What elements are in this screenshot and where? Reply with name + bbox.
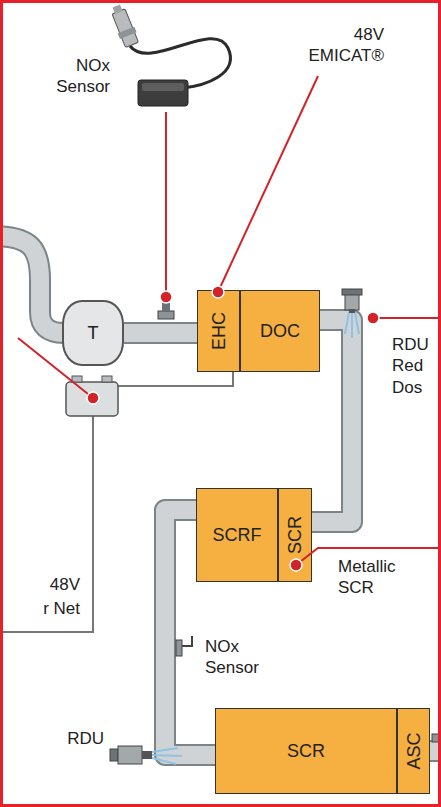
leader-line — [18, 338, 93, 398]
exhaust-pipe — [124, 333, 197, 334]
sensor-symbol — [432, 734, 439, 742]
leader-line — [373, 317, 441, 319]
callout-label: RDU — [67, 728, 104, 749]
leader-dot — [367, 312, 379, 324]
nox-sensor-illustration — [108, 3, 231, 106]
callout-label: NOx Sensor — [56, 55, 110, 98]
sensor-cable — [182, 636, 192, 646]
box-label: EHC — [208, 312, 229, 350]
pipe-fill — [124, 324, 197, 342]
leader-line — [218, 76, 318, 292]
sensor-base — [158, 311, 174, 319]
sensor-base — [176, 640, 182, 656]
leader-dot — [212, 286, 224, 298]
injector-nozzle — [349, 309, 355, 313]
module-body — [66, 382, 118, 416]
turbocharger: T — [62, 300, 124, 366]
leader-dot — [290, 559, 302, 571]
dosing-injector — [110, 746, 182, 764]
box-label: SCRF — [213, 525, 262, 546]
power-module — [66, 376, 118, 416]
probe-nut — [118, 27, 137, 39]
box-label: T — [88, 323, 99, 344]
catalyst-box: EHC — [197, 290, 240, 372]
module-tab — [102, 376, 112, 382]
catalyst-box: SCR — [215, 708, 397, 794]
module-tab — [72, 376, 82, 382]
pipe-outline — [0, 236, 64, 333]
probe-tip — [113, 4, 123, 13]
sensor-module-top — [142, 83, 184, 91]
box-label: DOC — [260, 321, 300, 342]
injector-body — [118, 746, 142, 764]
box-label: SCR — [287, 741, 325, 762]
probe-body — [112, 9, 138, 48]
pipe-outline — [124, 322, 197, 344]
leader-line — [296, 548, 441, 565]
leader-dots — [87, 286, 379, 571]
sensor-head — [162, 303, 170, 311]
injector-connector — [110, 749, 118, 761]
pipe-sensor — [176, 636, 192, 656]
sensor-module — [138, 80, 188, 106]
leader-line — [165, 112, 167, 297]
wire-line — [118, 372, 233, 386]
injector-nozzle — [142, 751, 152, 759]
leader-dot — [160, 291, 172, 303]
callout-label: r Net — [43, 598, 80, 619]
wire-line — [0, 416, 93, 632]
callout-label: RDU Red Dos — [392, 334, 429, 398]
spray — [152, 748, 182, 764]
injector-body — [345, 294, 359, 310]
sensor-probe — [108, 3, 140, 49]
callout-label: 48V EMICAT® — [309, 24, 384, 67]
dosing-injector — [342, 289, 362, 338]
catalyst-box: ASC — [397, 708, 430, 794]
catalyst-box: SCRF — [196, 488, 278, 582]
catalyst-box: DOC — [240, 290, 320, 372]
callout-label: Metallic SCR — [338, 556, 396, 599]
callout-label: 48V — [50, 574, 80, 595]
callout-label: NOx Sensor — [205, 636, 259, 679]
injector-cap — [342, 289, 362, 295]
inlet-pipe — [0, 236, 64, 333]
catalyst-box: SCR — [278, 488, 312, 582]
box-label: ASC — [403, 732, 424, 769]
pipe-sensor — [158, 303, 174, 319]
spray — [345, 312, 359, 338]
box-label: SCR — [285, 516, 306, 554]
leader-dot — [87, 392, 99, 404]
leader-lines — [18, 76, 441, 565]
pipe-fill — [0, 236, 64, 333]
